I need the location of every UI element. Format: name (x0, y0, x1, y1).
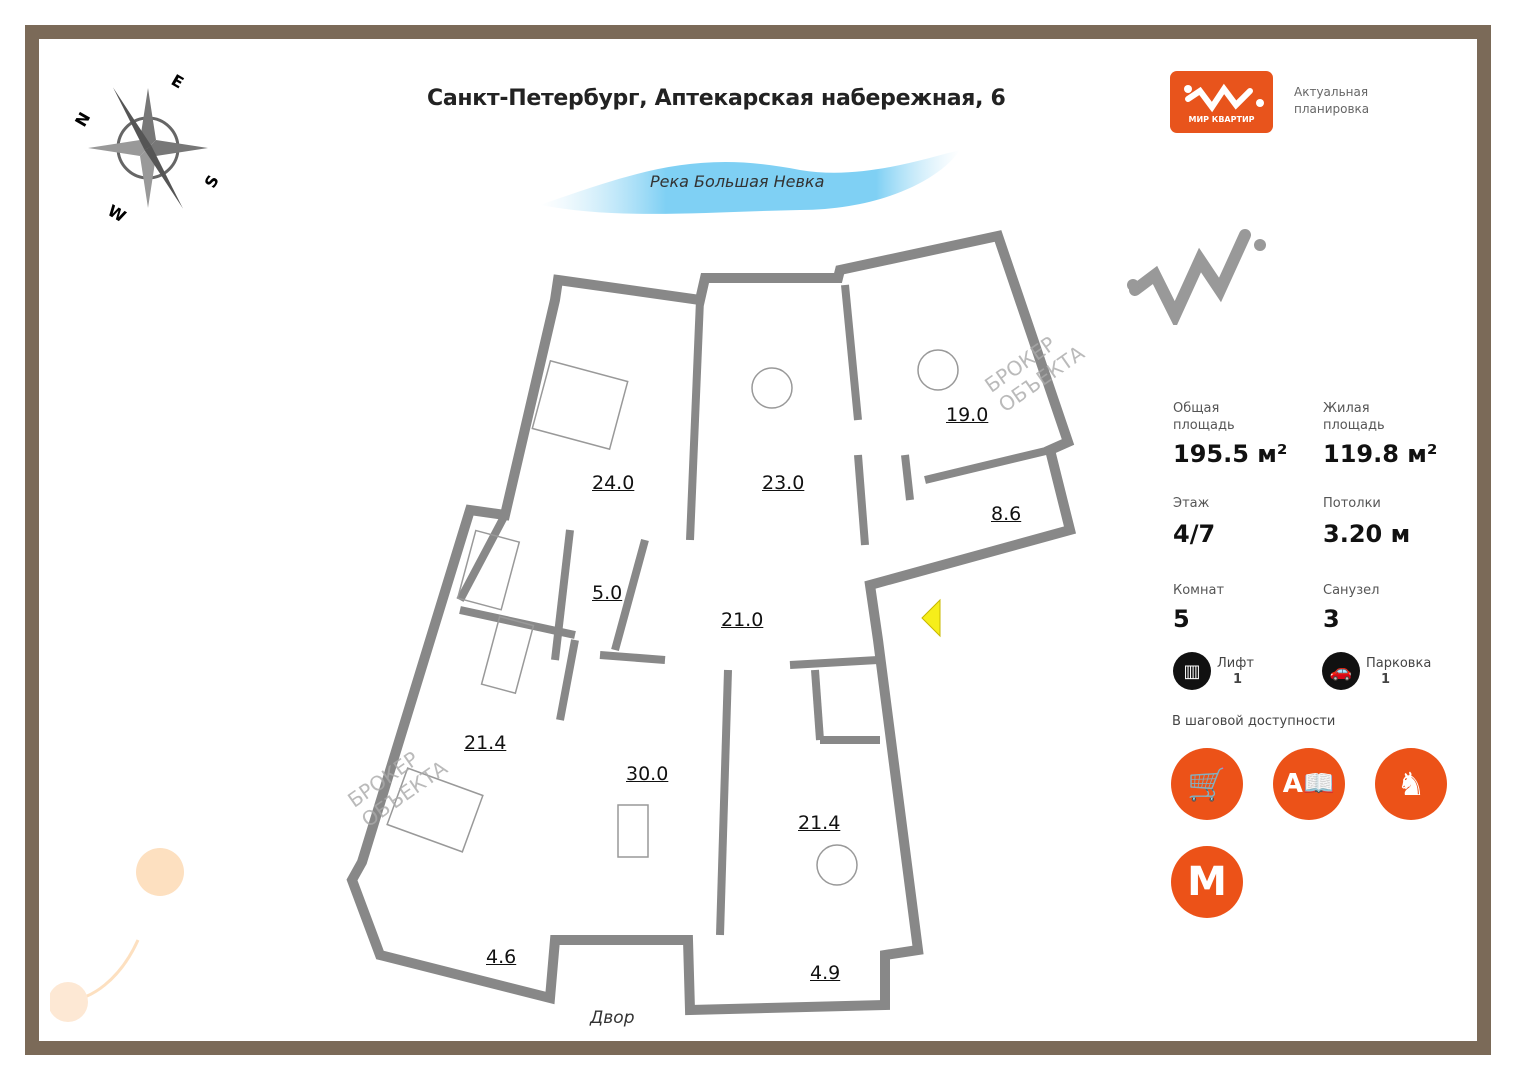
logo-icon (1184, 83, 1264, 113)
sun-icon (50, 848, 184, 1022)
compass-icon (88, 87, 208, 209)
room-area: 30.0 (626, 763, 669, 785)
river-label: Река Большая Невка (650, 172, 825, 191)
room-area: 23.0 (762, 472, 805, 494)
room-area: 4.6 (486, 946, 517, 968)
rooms-value: 5 (1173, 605, 1190, 633)
room-area: 21.4 (798, 812, 841, 834)
river-shape (540, 150, 960, 214)
bathroom-label: Санузел (1323, 583, 1380, 598)
floor-label: Этаж (1173, 496, 1210, 511)
kindergarten-icon: ♞ (1375, 748, 1447, 820)
bathroom-value: 3 (1323, 605, 1340, 633)
school-icon: A📖 (1273, 748, 1345, 820)
total-area-value: 195.5 м² (1173, 440, 1288, 468)
room-area: 21.4 (464, 732, 507, 754)
ceiling-value: 3.20 м (1323, 520, 1411, 548)
room-area: 5.0 (592, 582, 623, 604)
yard-label: Двор (590, 1008, 635, 1028)
walking-distance-label: В шаговой доступности (1172, 714, 1336, 729)
total-area-label: Общая площадь (1173, 401, 1235, 433)
parking-icon: 🚗 (1322, 652, 1360, 690)
living-area-value: 119.8 м² (1323, 440, 1438, 468)
lift-value: 1 (1233, 672, 1243, 687)
rooms-label: Комнат (1173, 583, 1225, 598)
floor-value: 4/7 (1173, 520, 1216, 548)
room-area: 21.0 (721, 609, 764, 631)
parking-value: 1 (1381, 672, 1391, 687)
parking-label: Парковка (1366, 656, 1432, 671)
ceiling-label: Потолки (1323, 496, 1381, 511)
room-area: 19.0 (946, 404, 989, 426)
room-area: 4.9 (810, 962, 841, 984)
logo: МИР КВАРТИР (1170, 71, 1273, 133)
metro-icon: M (1171, 846, 1243, 918)
page-title: Санкт-Петербург, Аптекарская набережная,… (427, 86, 1006, 111)
room-area: 24.0 (592, 472, 635, 494)
living-area-label: Жилая площадь (1323, 401, 1385, 433)
watermark-logo-icon (1127, 229, 1266, 325)
lift-icon: ▥ (1173, 652, 1211, 690)
lift-label: Лифт (1217, 656, 1254, 671)
shopping-cart-icon: 🛒 (1171, 748, 1243, 820)
room-area: 8.6 (991, 503, 1022, 525)
